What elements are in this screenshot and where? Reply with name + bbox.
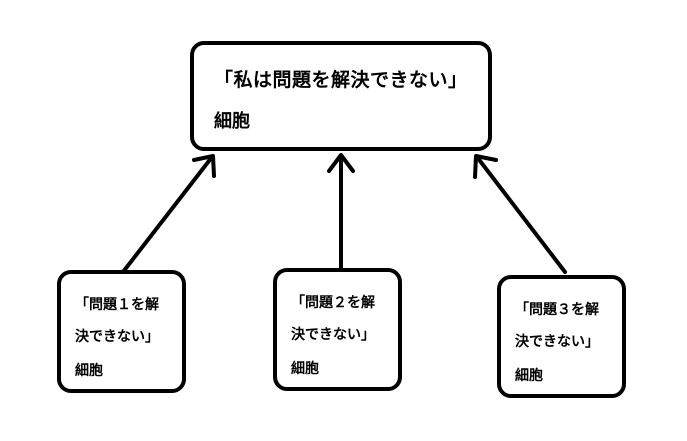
child-cell-box-3: 「問題３を解 決できない」 細胞	[497, 275, 626, 398]
parent-cell-statement: 「私は問題を解決できない」	[214, 69, 468, 91]
child-cell-3-line2: 決できない」	[515, 334, 599, 350]
child-cell-box-2: 「問題２を解 決できない」 細胞	[273, 268, 402, 391]
arrow-1	[121, 154, 216, 274]
arrow-2	[327, 153, 355, 272]
child-cell-1-line1: 「問題１を解	[75, 297, 159, 313]
parent-cell-box: 「私は問題を解決できない」 細胞	[190, 41, 492, 151]
child-cell-2-line1: 「問題２を解	[291, 295, 375, 311]
child-cell-2-line2: 決できない」	[291, 327, 375, 343]
child-cell-2-label: 細胞	[291, 361, 319, 377]
child-cell-1-line2: 決できない」	[75, 329, 159, 345]
arrow-3	[473, 154, 567, 274]
child-cell-3-line1: 「問題３を解	[515, 302, 599, 318]
child-cell-3-label: 細胞	[515, 368, 543, 384]
parent-cell-label: 細胞	[214, 111, 250, 132]
child-cell-box-1: 「問題１を解 決できない」 細胞	[57, 270, 186, 393]
child-cell-1-label: 細胞	[75, 363, 103, 379]
